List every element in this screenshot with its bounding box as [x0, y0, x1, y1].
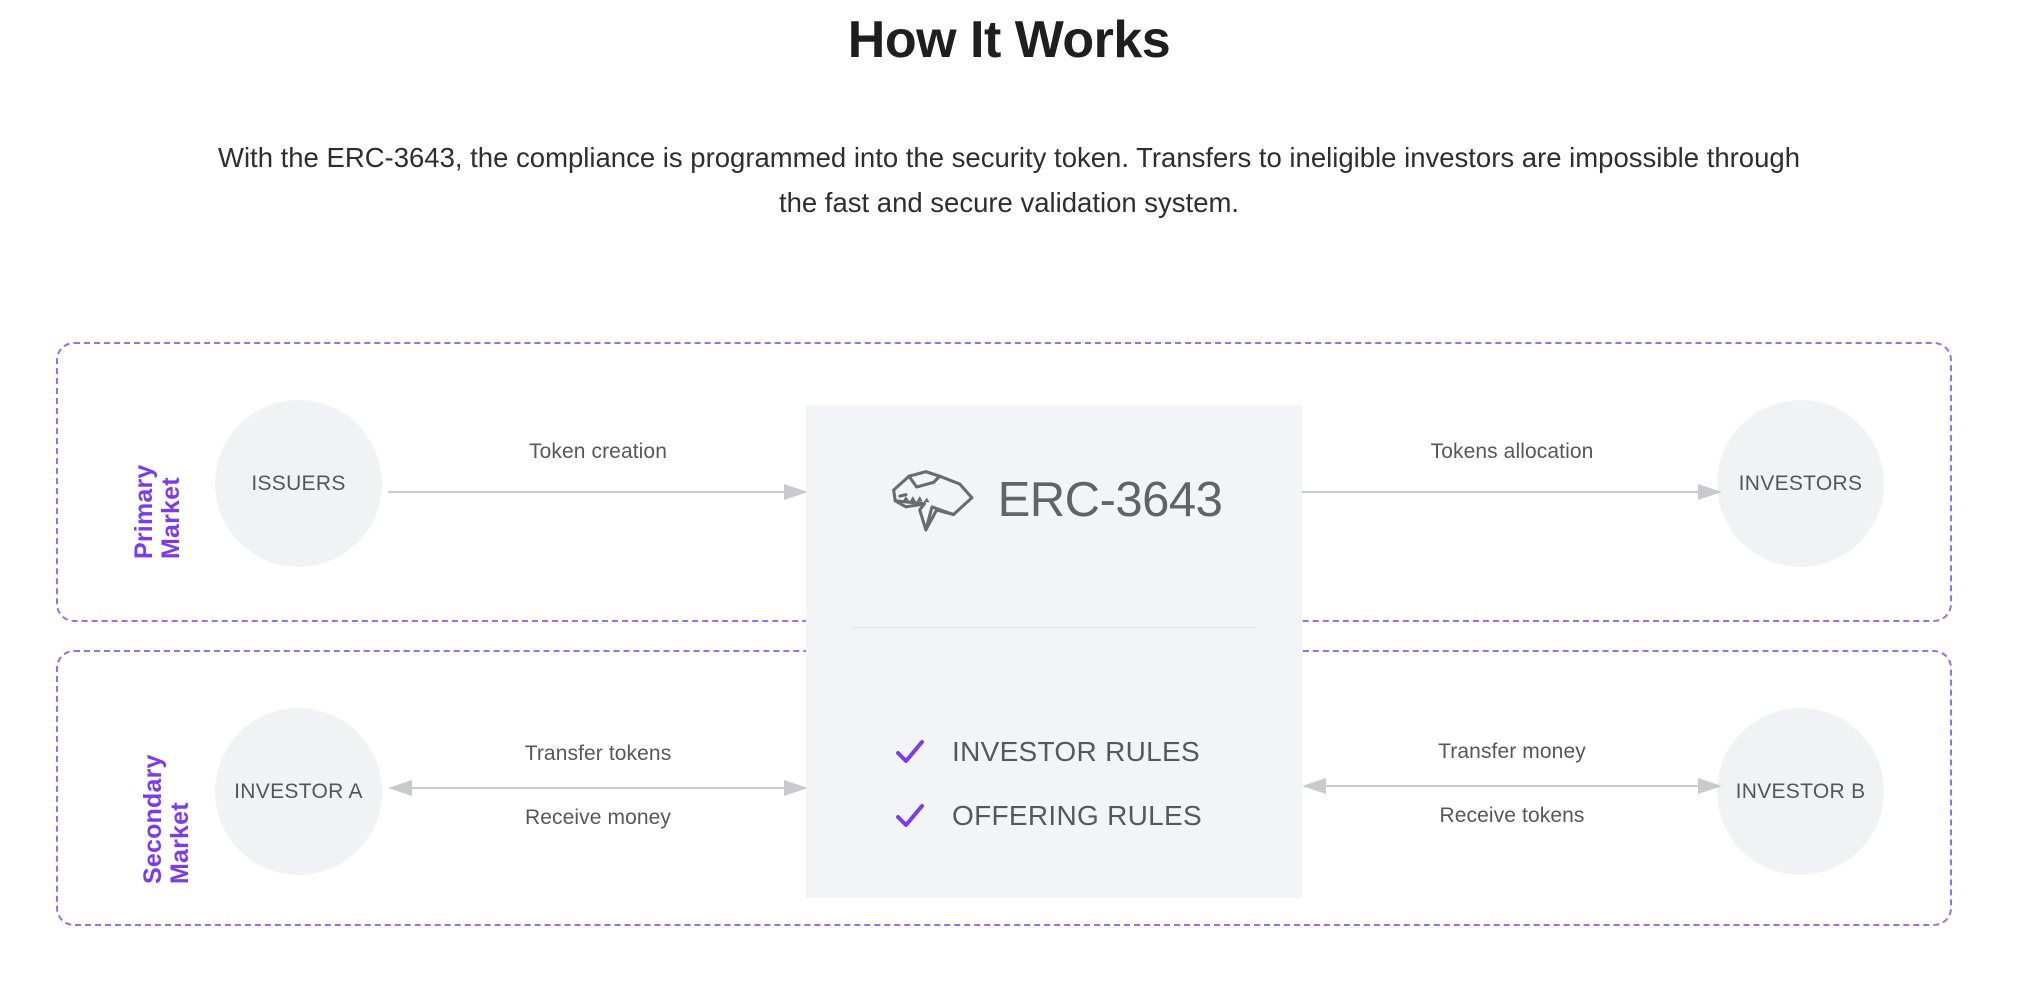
- node-investor-a: INVESTOR A: [215, 708, 382, 875]
- node-issuers-label: ISSUERS: [251, 471, 346, 495]
- arrow-right-icon: [1302, 484, 1722, 500]
- connector-erc-to-investors: Tokens allocation: [1302, 440, 1722, 530]
- rule-label-investor-rules: INVESTOR RULES: [952, 736, 1200, 767]
- node-investor-b: INVESTOR B: [1717, 708, 1884, 875]
- connector-label-transfer-tokens: Transfer tokens: [524, 742, 672, 765]
- erc-3643-logo-text: ERC-3643: [997, 472, 1223, 527]
- node-investor-b-label: INVESTOR B: [1735, 779, 1866, 803]
- rule-item-investor-rules: INVESTOR RULES: [806, 720, 1302, 784]
- connector-label-receive-tokens: Receive tokens: [1439, 804, 1585, 827]
- connector-label-receive-money: Receive money: [524, 806, 672, 829]
- connector-label-transfer-money: Transfer money: [1438, 740, 1586, 763]
- connector-issuers-to-erc: Token creation: [388, 440, 808, 530]
- check-icon: [896, 740, 924, 763]
- connector-investor-a-to-erc: Transfer tokens Receive money: [388, 742, 808, 852]
- erc-3643-logo: ERC-3643: [806, 467, 1302, 533]
- node-investors-label: INVESTORS: [1738, 471, 1863, 495]
- arrow-right-icon: [388, 484, 808, 500]
- panel-divider: [852, 627, 1256, 628]
- primary-market-label: Primary Market: [130, 464, 185, 559]
- page-description: With the ERC-3643, the compliance is pro…: [217, 142, 1800, 218]
- connector-erc-to-investor-b: Transfer money Receive tokens: [1302, 740, 1722, 850]
- page-title: How It Works: [847, 11, 1171, 69]
- rules-list: INVESTOR RULES OFFERING RULES: [806, 720, 1302, 848]
- node-issuers: ISSUERS: [215, 400, 382, 567]
- node-investor-a-label: INVESTOR A: [234, 779, 363, 803]
- arrow-bidirectional-icon: [1302, 778, 1722, 794]
- rule-item-offering-rules: OFFERING RULES: [806, 784, 1302, 848]
- arrow-bidirectional-icon: [388, 780, 808, 796]
- secondary-market-label: Secondary Market: [139, 754, 194, 884]
- connector-label-tokens-allocation: Tokens allocation: [1430, 440, 1594, 463]
- check-icon: [896, 804, 924, 827]
- erc-3643-panel: ERC-3643 INVESTOR RULES OFFERING RULES: [806, 405, 1302, 898]
- trex-head-icon: [891, 470, 974, 532]
- node-investors: INVESTORS: [1717, 400, 1884, 567]
- rule-label-offering-rules: OFFERING RULES: [952, 800, 1203, 831]
- connector-label-token-creation: Token creation: [529, 440, 667, 463]
